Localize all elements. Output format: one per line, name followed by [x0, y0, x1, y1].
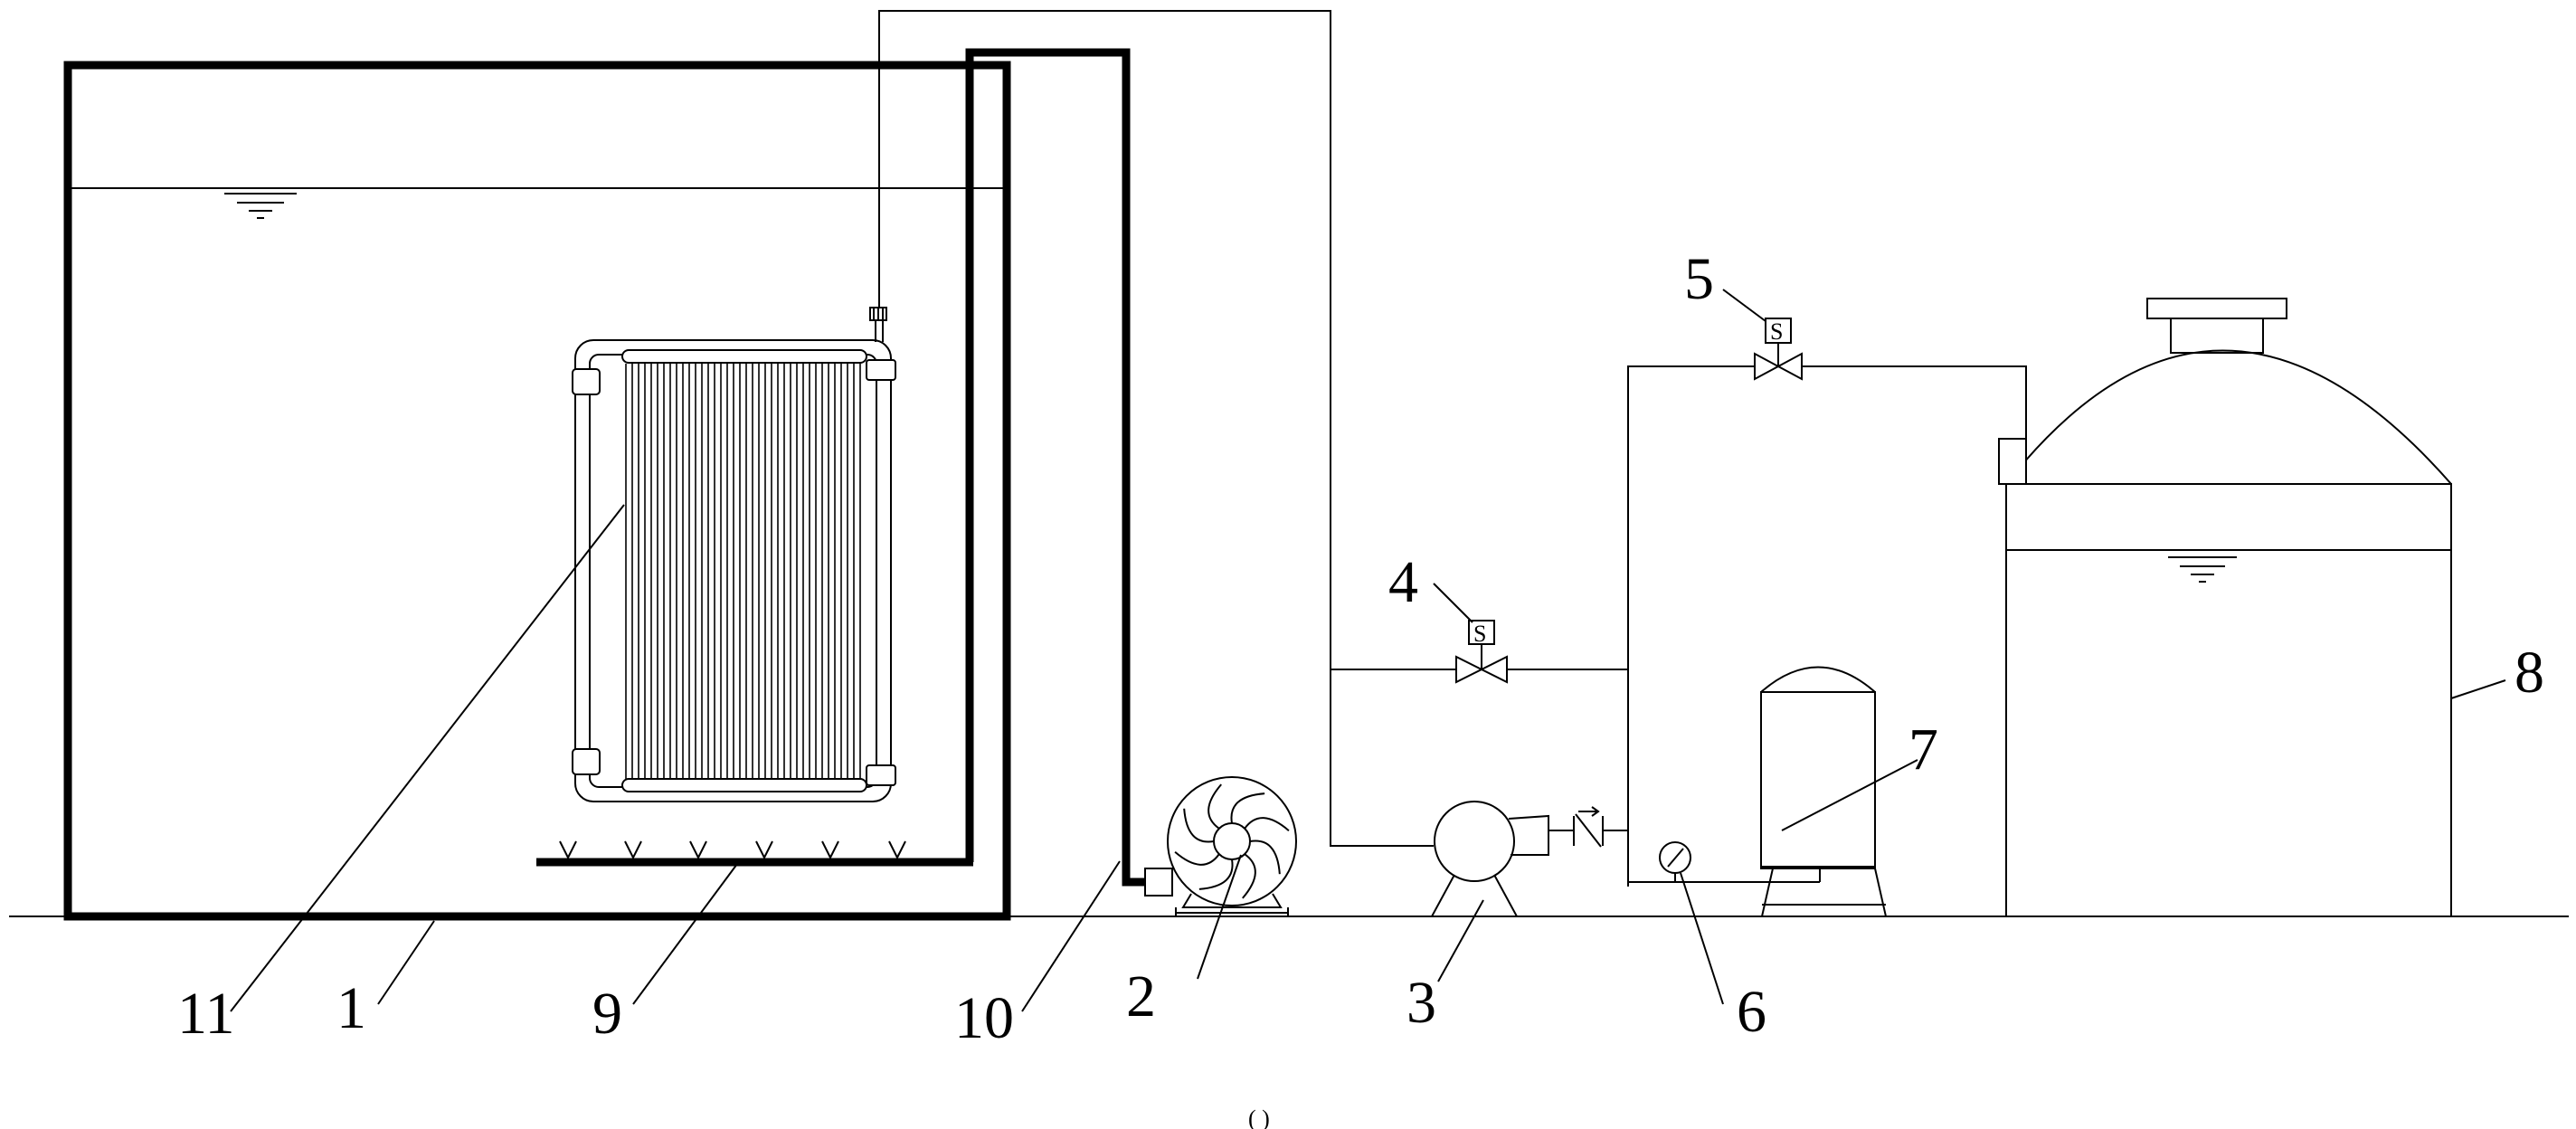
membrane-fibres	[625, 364, 861, 779]
water-level-symbol	[224, 193, 297, 219]
label-valve-5: 5	[1684, 246, 1714, 312]
air-pipe	[965, 48, 1147, 887]
label-pressure-tank: 7	[1908, 716, 1938, 783]
reaction-tank	[63, 61, 1011, 921]
label-pump: 3	[1406, 970, 1436, 1036]
leader-lines	[230, 289, 2506, 1012]
storage-tank	[1998, 298, 2452, 917]
label-blower: 2	[1126, 963, 1156, 1029]
solenoid-valve-5[interactable]: S	[1754, 318, 1803, 381]
pump	[1430, 801, 1628, 917]
permeate-pipe	[878, 10, 1434, 847]
blower	[1144, 776, 1297, 916]
pressure-tank	[1760, 666, 1888, 917]
svg-text:S: S	[1770, 318, 1783, 345]
label-aerator: 9	[592, 981, 622, 1047]
main-pipe	[1627, 365, 2027, 887]
label-gauge: 6	[1737, 979, 1766, 1045]
membrane-module	[572, 307, 896, 802]
solenoid-valve-4[interactable]: S	[1455, 620, 1508, 684]
footer-mark: ( )	[1248, 1105, 1270, 1129]
check-valve	[1573, 806, 1628, 848]
aerator	[536, 840, 973, 867]
svg-text:S: S	[1473, 621, 1486, 647]
label-storage-tank: 8	[2514, 640, 2544, 706]
label-air-pipe: 10	[954, 985, 1014, 1051]
pressure-gauge[interactable]	[1659, 841, 1691, 882]
label-membrane: 11	[177, 981, 235, 1047]
water-level-symbol-tank	[2168, 556, 2237, 583]
label-tank: 1	[336, 975, 366, 1041]
label-valve-4: 4	[1388, 549, 1418, 615]
